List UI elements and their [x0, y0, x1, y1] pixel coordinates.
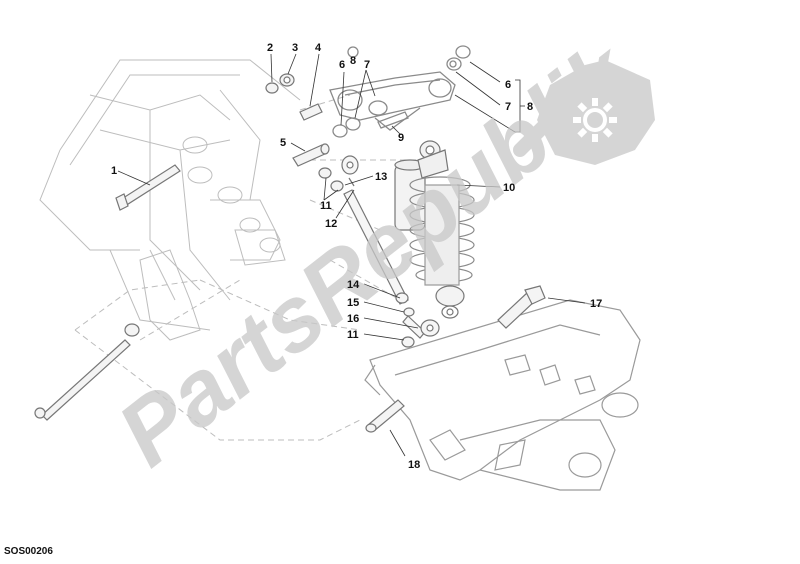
- gear-icon: [513, 60, 655, 165]
- callout-labels: 1 2 3 4 5 6 7 8 6 7 8 9 10 11 12 13 14 1…: [111, 42, 602, 471]
- shock-absorber: [394, 140, 475, 319]
- callout-12: 12: [325, 218, 337, 230]
- leader-lines: [117, 53, 586, 457]
- frame-ghost-lines: [39, 59, 420, 441]
- callout-13: 13: [375, 171, 387, 183]
- pins-and-bolts: [34, 73, 546, 433]
- callout-9: 9: [398, 132, 404, 144]
- callout-8-right: 8: [527, 101, 533, 113]
- rocker-linkage: [329, 45, 471, 138]
- drawing-code: SOS00206: [4, 546, 53, 557]
- callout-10: 10: [503, 182, 515, 194]
- callout-18: 18: [408, 459, 420, 471]
- callout-11-upper: 11: [320, 200, 332, 212]
- callout-6-left: 6: [339, 59, 345, 71]
- callout-1: 1: [111, 165, 117, 177]
- callout-5: 5: [280, 137, 286, 149]
- callout-8-left: 8: [350, 55, 356, 67]
- callout-17: 17: [590, 298, 602, 310]
- swing-arm: [364, 299, 641, 491]
- callout-6-right: 6: [505, 79, 511, 91]
- callout-2: 2: [267, 42, 273, 54]
- callout-11-lower: 11: [347, 329, 359, 341]
- callout-4: 4: [315, 42, 322, 54]
- watermark: PartsRepublik: [100, 22, 655, 486]
- callout-14: 14: [347, 279, 360, 291]
- callout-15: 15: [347, 297, 359, 309]
- callout-7-left: 7: [364, 59, 370, 71]
- callout-3: 3: [292, 42, 298, 54]
- callout-7-right: 7: [505, 101, 511, 113]
- callout-16: 16: [347, 313, 359, 325]
